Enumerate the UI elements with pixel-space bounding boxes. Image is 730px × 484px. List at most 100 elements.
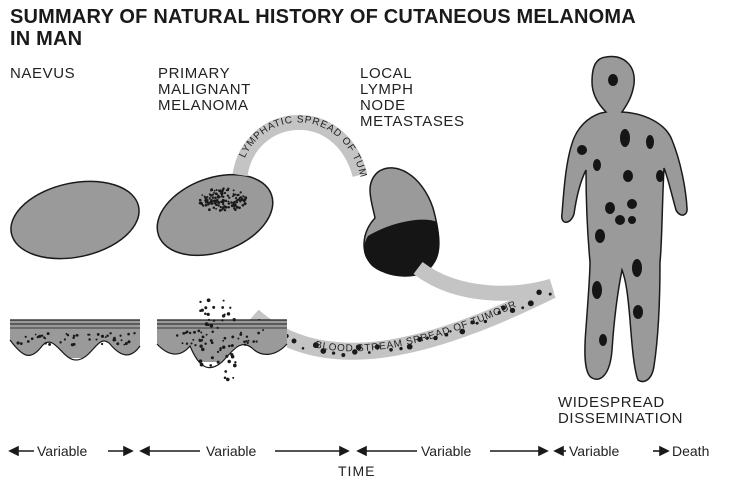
tumour-cell (215, 203, 218, 206)
tumour-cell (233, 364, 237, 368)
tumour-cell (219, 349, 221, 351)
tumour-cell (233, 318, 236, 321)
arrow-head-left (10, 447, 18, 455)
tumour-cell (213, 200, 215, 202)
tumour-cell (204, 306, 207, 309)
tumour-cell (222, 340, 224, 342)
naevus-cell (44, 342, 46, 344)
tumour-cell (200, 202, 202, 204)
tumour-cell (243, 200, 245, 202)
tumour-cell (207, 298, 211, 302)
embolus (521, 306, 524, 309)
naevus-lesion (4, 170, 147, 269)
tumour-cell (207, 313, 210, 316)
naevus-cell (87, 334, 89, 336)
naevus-cell (125, 342, 128, 345)
tumour-cell (222, 199, 224, 201)
tumour-cell (210, 324, 214, 328)
arrow-head-right (660, 447, 668, 455)
tumour-cell (217, 351, 219, 353)
metastasis-spot (592, 281, 602, 299)
tumour-cell (217, 204, 219, 206)
tumour-cell (227, 194, 229, 196)
tumour-cell (201, 194, 203, 196)
embolus (528, 300, 534, 306)
naevus-cell (43, 336, 45, 338)
tumour-cell (212, 194, 214, 196)
tumour-cell (223, 300, 225, 302)
tumour-cell (227, 360, 231, 364)
naevus-cell (88, 338, 90, 340)
metastasis-spot (627, 199, 637, 209)
tumour-cell (214, 196, 217, 199)
metastasis-spot (620, 129, 630, 147)
tumour-cell (212, 306, 215, 309)
naevus-skin-section (10, 320, 140, 366)
tumour-cell (228, 345, 231, 348)
naevus-cell (133, 332, 135, 334)
tumour-cell (213, 319, 216, 322)
tumour-cell (199, 199, 202, 202)
tumour-cell (224, 192, 226, 194)
naevus-cell (101, 335, 104, 338)
naevus-dermis (10, 320, 140, 358)
naevus-cell (64, 338, 66, 340)
tumour-cell (205, 322, 209, 326)
tumour-cell (257, 332, 260, 335)
naevus-cell (59, 341, 61, 343)
tumour-cell (202, 204, 204, 206)
tumour-cell (216, 189, 218, 191)
tumour-cell (220, 192, 222, 194)
tumour-cell (238, 207, 241, 210)
tumour-cell (204, 312, 207, 315)
naevus-cell (66, 333, 68, 335)
metastasis-spot (608, 74, 618, 86)
tumour-cell (211, 331, 214, 334)
lymph-node (364, 168, 440, 276)
naevus-cell (72, 343, 75, 346)
tumour-cell (231, 335, 234, 338)
tumour-cell (210, 200, 213, 203)
naevus-cell (106, 335, 109, 338)
tumour-cell (220, 201, 222, 203)
tumour-cell (199, 301, 201, 303)
tumour-cell (215, 208, 217, 210)
metastasis-spot (615, 215, 625, 225)
tumour-cell (252, 340, 255, 343)
tumour-cell (211, 341, 214, 344)
embolus (549, 293, 552, 296)
tumour-cell (212, 196, 215, 199)
tumour-cell (236, 201, 238, 203)
naevus-cell (95, 338, 97, 340)
tumour-cell (224, 337, 227, 340)
metastasis-spot (577, 145, 587, 155)
naevus-cell (73, 335, 76, 338)
naevus-cell (105, 336, 107, 338)
embolus (302, 347, 305, 350)
tumour-cell (244, 202, 247, 205)
timeline-label-primary: Variable (206, 443, 256, 459)
arrow-head-left (555, 447, 563, 455)
tumour-cell (189, 332, 191, 334)
tumour-cell (230, 353, 233, 356)
tumour-cell (229, 307, 231, 309)
tumour-cell (208, 208, 211, 211)
tumour-cell (209, 198, 211, 200)
metastasis-spot (656, 170, 664, 182)
tumour-cell (225, 206, 227, 208)
arrow-head-right (539, 447, 547, 455)
tumour-cell (255, 340, 257, 342)
arrow-head-left (358, 447, 366, 455)
tumour-cell (222, 314, 225, 317)
timeline-label-lymph: Variable (421, 443, 471, 459)
tumour-cell (219, 189, 222, 192)
tumour-cell (221, 208, 223, 210)
metastasis-spot (605, 202, 615, 214)
tumour-cell (221, 306, 224, 309)
tumour-cell (244, 344, 246, 346)
timeline-label-dissemination: Variable (569, 443, 619, 459)
tumour-cell (262, 329, 264, 331)
tumour-cell (213, 192, 215, 194)
tumour-cell (243, 340, 246, 343)
time-axis-label: TIME (338, 463, 375, 479)
